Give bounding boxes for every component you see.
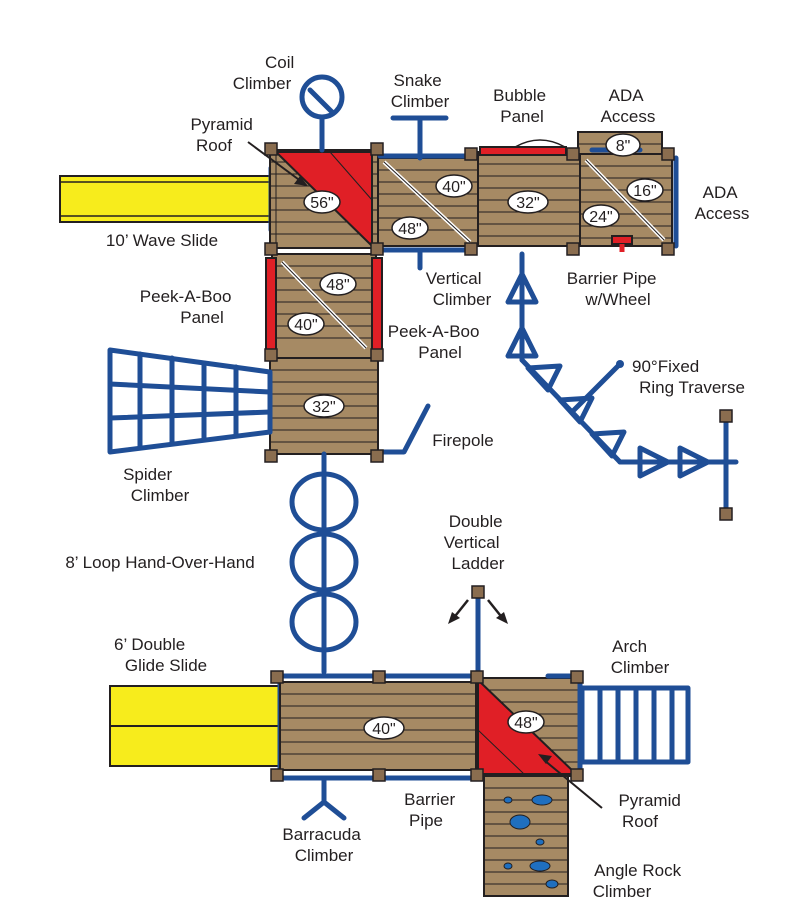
double-glide-slide bbox=[109, 677, 283, 775]
svg-text:48": 48" bbox=[398, 221, 421, 238]
svg-text:40": 40" bbox=[372, 721, 395, 738]
label-arch-climber: Arch Climber bbox=[611, 637, 670, 677]
double-vertical-ladder bbox=[448, 585, 508, 675]
dim-ramp-a-lower: 48" bbox=[391, 216, 429, 240]
dim-ada-upper: 8" bbox=[605, 133, 641, 157]
dim-ada-right: 16" bbox=[626, 178, 664, 202]
svg-text:24": 24" bbox=[589, 209, 612, 226]
label-ada-access-right: ADA Access bbox=[695, 183, 750, 223]
svg-text:8": 8" bbox=[616, 138, 631, 155]
svg-text:48": 48" bbox=[514, 715, 537, 732]
svg-text:32": 32" bbox=[516, 195, 539, 212]
spider-climber bbox=[107, 347, 273, 455]
label-loop-hand-over-hand: 8’ Loop Hand-Over-Hand bbox=[65, 553, 254, 572]
dim-ada-lower: 24" bbox=[582, 204, 620, 228]
label-vertical-climber: Vertical Climber bbox=[426, 269, 492, 309]
label-firepole: Firepole bbox=[432, 431, 493, 450]
peek-a-boo-panel-right bbox=[371, 257, 383, 351]
svg-text:56": 56" bbox=[310, 195, 333, 212]
snake-climber bbox=[390, 115, 449, 161]
firepole bbox=[375, 403, 431, 455]
label-pyramid-roof-top: Pyramid Roof bbox=[190, 115, 257, 155]
label-ada-access-top: ADA Access bbox=[601, 86, 656, 126]
loop-hand-over-hand bbox=[289, 451, 359, 675]
barrier-pipe-wheel bbox=[611, 235, 633, 245]
label-coil-climber: Coil Climber bbox=[233, 53, 299, 93]
angle-rock-climber bbox=[483, 775, 569, 897]
svg-text:40": 40" bbox=[294, 317, 317, 334]
dim-bubble-deck: 32" bbox=[507, 190, 549, 214]
dim-mid-deck: 32" bbox=[303, 394, 345, 418]
dim-bottom-tower: 48" bbox=[507, 710, 545, 734]
label-peek-a-boo-left: Peek-A-Boo Panel bbox=[140, 287, 236, 327]
coil-climber bbox=[299, 74, 345, 153]
label-ring-traverse: 90°Fixed Ring Traverse bbox=[632, 357, 745, 397]
svg-text:40": 40" bbox=[442, 179, 465, 196]
posts bbox=[264, 142, 675, 782]
peek-a-boo-section bbox=[265, 253, 383, 359]
svg-text:16": 16" bbox=[633, 183, 656, 200]
label-wave-slide: 10’ Wave Slide bbox=[106, 231, 218, 250]
dimension-labels: 56" 40" 48" 32" 8" 16" 24" 48" 40" 32" 4… bbox=[287, 133, 664, 740]
label-spider-climber: Spider Climber bbox=[123, 465, 190, 505]
barracuda-climber bbox=[301, 775, 347, 821]
label-barrier-pipe-wheel: Barrier Pipe w/Wheel bbox=[567, 269, 662, 309]
svg-text:48": 48" bbox=[326, 277, 349, 294]
dim-peek-upper: 48" bbox=[319, 272, 357, 296]
label-double-glide-slide: 6’ Double Glide Slide bbox=[114, 635, 207, 675]
leader-arrows bbox=[247, 141, 603, 809]
dim-tower-top: 56" bbox=[303, 190, 341, 214]
label-barrier-pipe: Barrier Pipe bbox=[404, 790, 460, 830]
wave-slide bbox=[59, 165, 276, 233]
label-snake-climber: Snake Climber bbox=[391, 71, 450, 111]
dim-peek-lower: 40" bbox=[287, 312, 325, 336]
dim-ramp-a-upper: 40" bbox=[435, 174, 473, 198]
labels: Coil Climber Pyramid Roof Snake Climber … bbox=[65, 53, 749, 901]
label-pyramid-roof-bottom: Pyramid Roof bbox=[618, 791, 685, 831]
arch-climber bbox=[579, 685, 691, 765]
label-bubble-panel: Bubble Panel bbox=[493, 86, 551, 126]
label-angle-rock-climber: Angle Rock Climber bbox=[593, 861, 686, 901]
ring-traverse bbox=[505, 251, 739, 521]
svg-text:32": 32" bbox=[312, 399, 335, 416]
dim-bottom-deck: 40" bbox=[363, 716, 405, 740]
label-peek-a-boo-right: Peek-A-Boo Panel bbox=[388, 322, 484, 362]
label-barracuda-climber: Barracuda Climber bbox=[282, 825, 365, 865]
peek-a-boo-panel-left bbox=[265, 257, 277, 351]
bubble-panel bbox=[479, 146, 567, 156]
label-double-vertical-ladder: Double Vertical Ladder bbox=[444, 512, 508, 573]
